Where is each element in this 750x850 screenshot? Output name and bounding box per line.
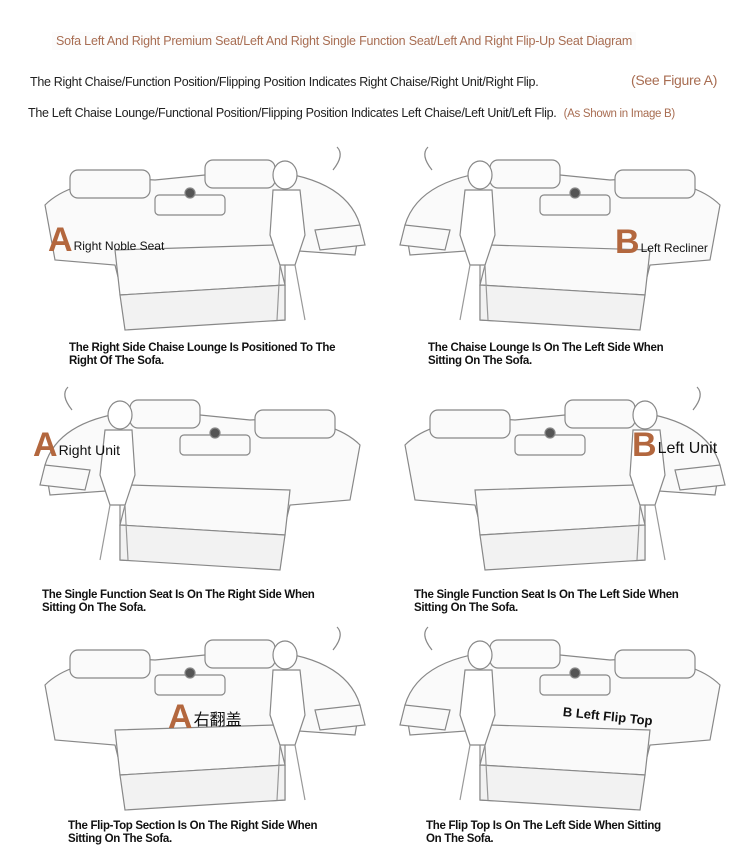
panel-b-left-flip	[375, 615, 750, 830]
panel-b-left-unit	[375, 375, 750, 590]
label-text: Left Unit	[657, 440, 718, 457]
panel-b-left-recliner	[375, 135, 750, 350]
letter-a: A	[48, 221, 73, 259]
caption: The Chaise Lounge Is On The Left Side Wh…	[428, 342, 664, 367]
sofa-illustration	[39, 386, 361, 571]
sofa-illustration	[44, 626, 366, 811]
intro-text: The Left Chaise Lounge/Functional Positi…	[28, 106, 557, 120]
letter-a: A	[33, 426, 58, 464]
caption: The Single Function Seat Is On The Right…	[42, 589, 315, 614]
letter-b: B	[632, 426, 657, 464]
panel-a-right-flip	[15, 615, 390, 830]
see-image-b: (As Shown in Image B)	[563, 108, 676, 120]
diagram-title: Sofa Left And Right Premium Seat/Left An…	[52, 32, 637, 50]
caption: The Right Side Chaise Lounge Is Position…	[69, 342, 336, 367]
sofa-illustration	[44, 146, 366, 331]
panel-a-right-noble-seat	[15, 135, 390, 350]
sofa-illustration	[399, 626, 721, 811]
intro-line-left: The Left Chaise Lounge/Functional Positi…	[28, 106, 675, 120]
letter-b: B	[615, 223, 640, 261]
label-text: 右翻盖	[193, 712, 242, 729]
caption: The Single Function Seat Is On The Left …	[414, 589, 679, 614]
sofa-illustration	[399, 146, 721, 331]
sofa-illustration	[404, 386, 726, 571]
label-text: Right Unit	[58, 442, 121, 458]
panel-a-right-unit	[15, 375, 390, 590]
caption: The Flip Top Is On The Left Side When Si…	[426, 820, 661, 845]
label-text: Left Recliner	[640, 241, 708, 255]
caption: The Flip-Top Section Is On The Right Sid…	[68, 820, 318, 845]
letter-b: B	[562, 704, 574, 720]
intro-line-right: The Right Chaise/Function Position/Flipp…	[30, 75, 539, 89]
letter-a: A	[168, 698, 193, 736]
label-text: Right Noble Seat	[73, 239, 165, 253]
see-figure-a: (See Figure A)	[631, 72, 718, 88]
intro-text: The Right Chaise/Function Position/Flipp…	[30, 75, 539, 89]
